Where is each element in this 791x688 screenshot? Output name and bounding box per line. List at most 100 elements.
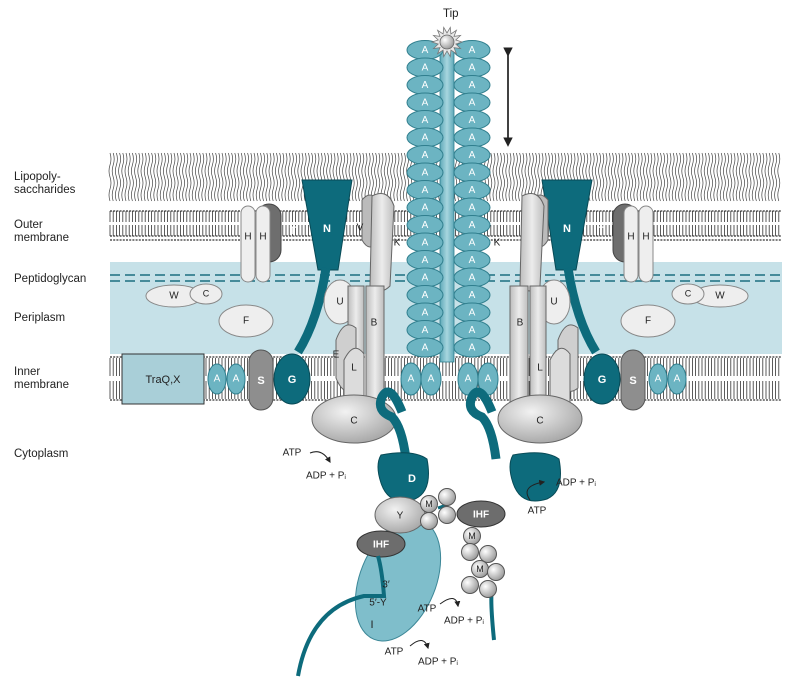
- protein-H-label: H: [259, 232, 266, 243]
- pilin-label: A: [422, 63, 429, 74]
- lps-chain: [285, 153, 287, 201]
- lps-chain: [599, 153, 601, 201]
- protein-T-label: T: [598, 225, 605, 237]
- lps-chain: [743, 153, 745, 201]
- lps-chain: [147, 153, 149, 201]
- lps-chain: [291, 153, 293, 201]
- lps-chain: [669, 153, 671, 201]
- protein-U-label: U: [550, 297, 557, 308]
- lps-chain: [170, 153, 172, 201]
- pilin-label: A: [428, 374, 435, 385]
- lps-chain: [541, 153, 543, 201]
- bead: [480, 546, 497, 563]
- lps-chain: [698, 153, 700, 201]
- lps-chain: [730, 153, 732, 201]
- lps-chain: [115, 153, 117, 201]
- lps-chain: [122, 153, 124, 201]
- lps-chain: [490, 153, 492, 201]
- lps-chain: [231, 153, 233, 201]
- protein-D-label: D: [478, 473, 486, 485]
- atp-label: ATP: [283, 448, 302, 459]
- lps-chain: [119, 153, 121, 201]
- lps-chain: [397, 153, 399, 201]
- lps-chain: [157, 153, 159, 201]
- adp-label: ADP + Pᵢ: [556, 478, 596, 489]
- lps-chain: [237, 153, 239, 201]
- lps-chain: [704, 153, 706, 201]
- lps-chain: [151, 153, 153, 201]
- protein-F-label: F: [645, 316, 651, 327]
- lps-chain: [759, 153, 761, 201]
- protein-V-label: V: [357, 223, 364, 234]
- lps-chain: [135, 153, 137, 201]
- adp-label: ADP + Pᵢ: [444, 616, 484, 627]
- lps-chain: [167, 153, 169, 201]
- lps-chain: [275, 153, 277, 201]
- pilin-label: A: [422, 168, 429, 179]
- label-outer-membrane: Outer membrane: [14, 219, 69, 245]
- protein-M-label: M: [468, 531, 476, 541]
- protein-K: [370, 194, 394, 291]
- pilin-label: A: [485, 374, 492, 385]
- lps-chain: [762, 153, 764, 201]
- lps-chain: [211, 153, 213, 201]
- protein-W-label: W: [715, 291, 725, 302]
- lps-chain: [279, 153, 281, 201]
- label-lipopolysaccharides: Lipopoly- saccharides: [14, 171, 75, 197]
- lps-chain: [733, 153, 735, 201]
- pilin-label: A: [422, 273, 429, 284]
- pilin-label: A: [422, 133, 429, 144]
- pilin-label: A: [469, 273, 476, 284]
- lps-chain: [240, 153, 242, 201]
- pilin-label: A: [422, 203, 429, 214]
- pilin-label: A: [422, 98, 429, 109]
- label-tip: Tip: [443, 8, 459, 21]
- lps-chain: [202, 153, 204, 201]
- dna-strand-right: [491, 590, 494, 640]
- lps-chain: [621, 153, 623, 201]
- lps-chain: [365, 153, 367, 201]
- protein-H-label: H: [244, 232, 251, 243]
- pilin-label: A: [214, 374, 221, 385]
- pilin-label: A: [422, 220, 429, 231]
- protein-H: [256, 206, 270, 282]
- pilin-label: A: [469, 115, 476, 126]
- lps-chain: [298, 153, 300, 201]
- lps-chain: [672, 153, 674, 201]
- lps-chain: [749, 153, 751, 201]
- lps-chain: [643, 153, 645, 201]
- lps-chain: [624, 153, 626, 201]
- lps-chain: [755, 153, 757, 201]
- lps-chain: [631, 153, 633, 201]
- lps-chain: [768, 153, 770, 201]
- lps-chain: [656, 153, 658, 201]
- protein-H-label: H: [642, 232, 649, 243]
- protein-W-label: W: [169, 291, 179, 302]
- lps-chain: [189, 153, 191, 201]
- label-inner-membrane: Inner membrane: [14, 366, 69, 392]
- protein-N-label: N: [323, 223, 331, 235]
- bead: [439, 489, 456, 506]
- lps-chain: [503, 153, 505, 201]
- lps-chain: [160, 153, 162, 201]
- lps-chain: [512, 153, 514, 201]
- lps-chain: [195, 153, 197, 201]
- protein-D-stalk: [470, 392, 496, 459]
- lps-chain: [663, 153, 665, 201]
- protein-L-label: L: [537, 363, 543, 374]
- atp-label: ATP: [385, 647, 404, 658]
- lps-chain: [163, 153, 165, 201]
- pilin-label: A: [469, 80, 476, 91]
- protein-K-label: K: [494, 238, 501, 249]
- lps-chain: [608, 153, 610, 201]
- lps-chain: [595, 153, 597, 201]
- lps-chain: [675, 153, 677, 201]
- lps-chain: [653, 153, 655, 201]
- pilin-label: A: [233, 374, 240, 385]
- pilin-label: A: [408, 374, 415, 385]
- lps-chain: [691, 153, 693, 201]
- lps-chain: [154, 153, 156, 201]
- lps-chain: [538, 153, 540, 201]
- pilin-label: A: [469, 133, 476, 144]
